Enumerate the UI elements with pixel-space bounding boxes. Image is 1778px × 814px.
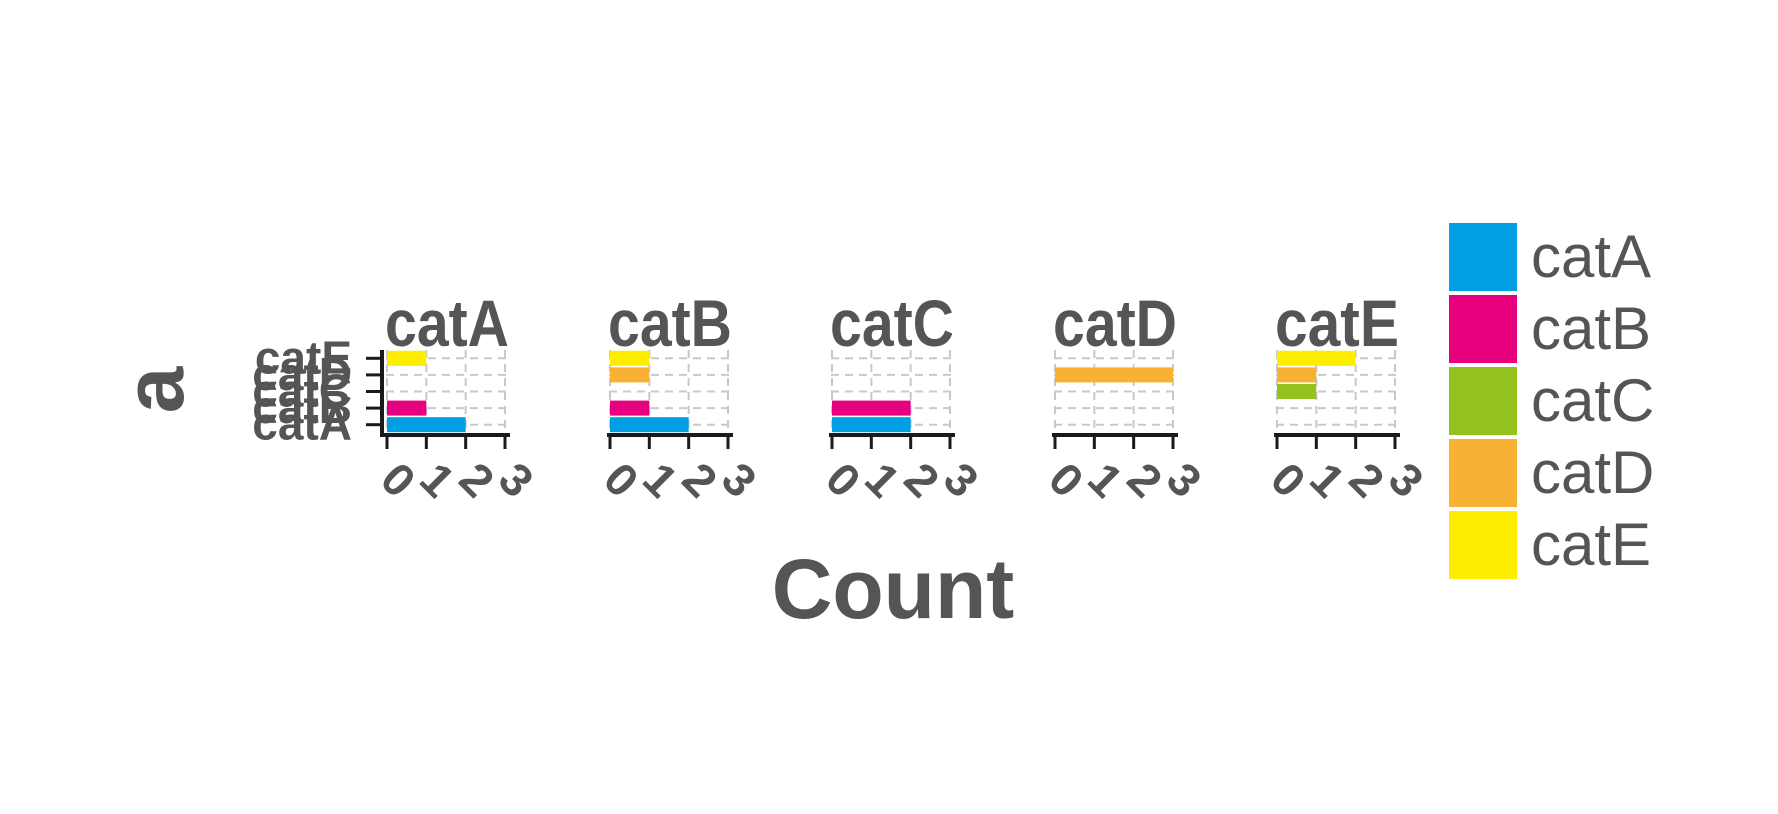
x-tick-label: 3 — [1379, 452, 1434, 507]
legend-label: catC — [1531, 367, 1654, 434]
x-tick-label: 2 — [1118, 452, 1173, 507]
bar — [832, 417, 911, 433]
y-tick-label: catE — [255, 331, 352, 383]
x-tick-label: 0 — [1261, 452, 1316, 507]
bar — [387, 400, 427, 416]
x-tick-label: 2 — [1340, 452, 1395, 507]
x-tick-label: 0 — [1039, 452, 1094, 507]
bar — [1277, 350, 1356, 366]
x-tick-label: 3 — [1157, 452, 1212, 507]
x-tick-label: 1 — [633, 452, 688, 507]
x-tick-label: 0 — [371, 452, 426, 507]
legend-swatch — [1449, 439, 1517, 507]
legend-label: catB — [1531, 295, 1651, 362]
bar — [1277, 384, 1317, 399]
x-tick-label: 2 — [895, 452, 950, 507]
y-axis-title: a — [107, 365, 201, 413]
facet-label: catC — [830, 286, 954, 360]
y-tick-label: catC — [252, 365, 352, 417]
facet-label: catD — [1053, 286, 1177, 360]
x-axis-title: Count — [772, 542, 1015, 636]
x-tick-label: 2 — [673, 452, 728, 507]
bar — [1055, 367, 1173, 383]
bar — [1277, 367, 1317, 383]
x-tick-label: 1 — [855, 452, 910, 507]
x-tick-label: 3 — [489, 452, 544, 507]
legend-swatch — [1449, 295, 1517, 363]
x-tick-label: 0 — [816, 452, 871, 507]
bar — [610, 417, 689, 433]
x-tick-label: 3 — [934, 452, 989, 507]
bar — [832, 400, 911, 416]
x-tick-label: 3 — [712, 452, 767, 507]
legend-swatch — [1449, 223, 1517, 291]
legend-label: catD — [1531, 439, 1654, 506]
x-tick-label: 0 — [594, 452, 649, 507]
facet-label: catE — [1275, 286, 1399, 360]
legend-swatch — [1449, 367, 1517, 435]
y-tick-label: catB — [252, 381, 352, 433]
y-tick-label: catA — [252, 398, 352, 450]
facet-label: catA — [385, 286, 509, 360]
x-tick-label: 2 — [450, 452, 505, 507]
x-tick-label: 1 — [1300, 452, 1355, 507]
x-tick-label: 1 — [410, 452, 465, 507]
legend-swatch — [1449, 511, 1517, 579]
bar — [610, 400, 650, 416]
legend-label: catE — [1531, 511, 1651, 578]
bar — [610, 350, 650, 366]
bar — [387, 417, 466, 433]
y-tick-label: catD — [252, 348, 352, 400]
legend-label: catA — [1531, 223, 1651, 290]
bar — [387, 350, 427, 366]
x-tick-label: 1 — [1078, 452, 1133, 507]
facet-label: catB — [608, 286, 732, 360]
bar — [610, 367, 650, 383]
